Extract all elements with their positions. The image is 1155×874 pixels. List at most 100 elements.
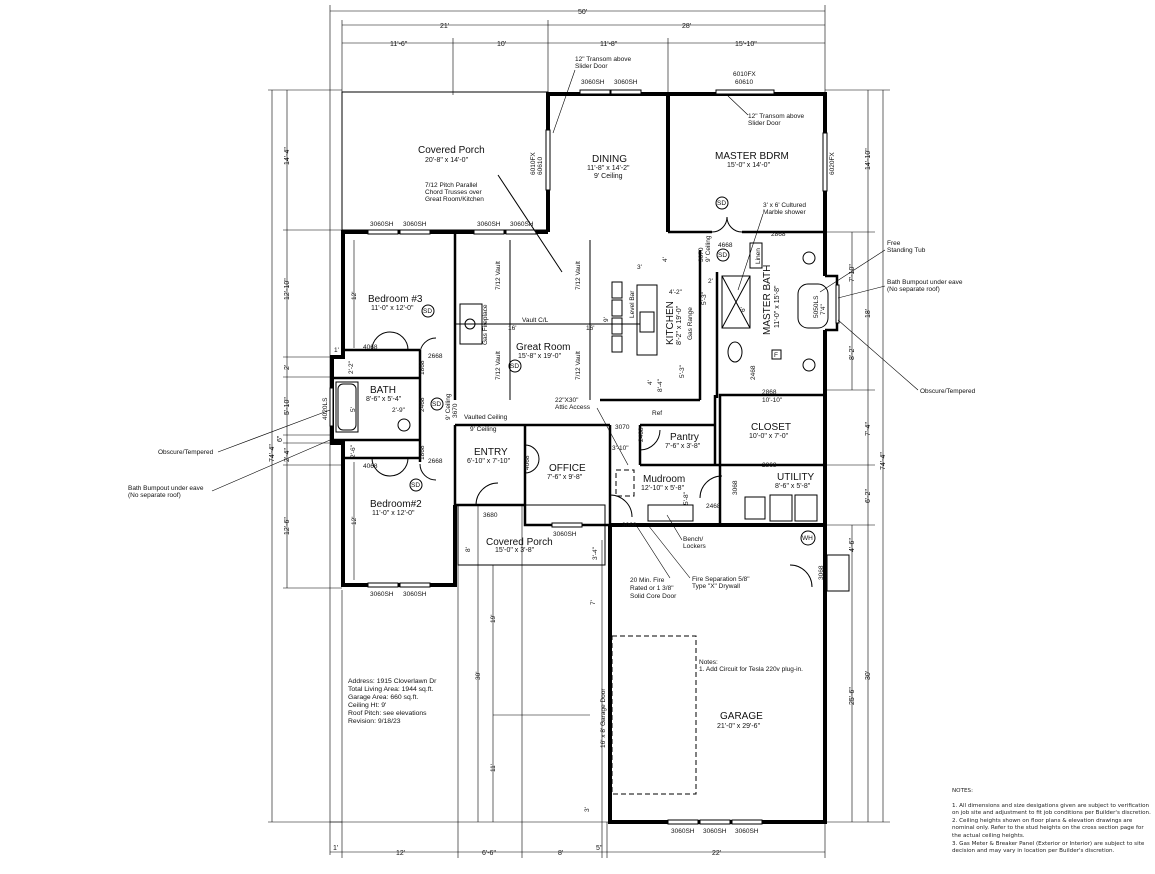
dim: 7' [590, 600, 597, 605]
dim: 3' [637, 264, 642, 271]
note-item: 1. All dimensions and size desigations g… [952, 802, 1151, 817]
smoke-detector-icon: SD [510, 363, 519, 370]
callout-obscure: Obscure/Tempered [158, 449, 214, 456]
utility-sink-icon [744, 496, 766, 520]
attic-access [615, 469, 635, 497]
ceiling-label: 9' Ceiling [470, 426, 497, 433]
dim: 11' [490, 764, 497, 772]
window-label: 6010FX [530, 152, 537, 175]
room-size: 12'-10" x 5'-8" [641, 485, 685, 492]
callout-bumpout: (No separate roof) [128, 492, 181, 499]
vault-label: 7/12 Vault [575, 351, 582, 380]
room-bath: BATH [370, 385, 396, 396]
room-covered-porch-rear: Covered Porch [418, 145, 485, 156]
ref-label: Ref [652, 410, 662, 417]
dim-left-seg: 14'-4" [284, 147, 291, 165]
room-size: 8'-6" x 5'-8" [775, 483, 811, 490]
window-label: 3060SH [703, 828, 727, 835]
door-label: 2668 [428, 353, 443, 360]
room-entry: ENTRY [474, 447, 508, 458]
attic-access-label: Attic Access [555, 404, 591, 411]
room-bedroom2: Bedroom#2 [370, 499, 422, 510]
dim-right-seg: 7'-4" [865, 422, 872, 436]
level-bar-label: Level Bar [629, 290, 636, 318]
door-label: 4668 [718, 242, 733, 249]
window-label: 5050LS [813, 295, 820, 318]
door-label: 4068 [363, 463, 378, 470]
door-label: 4068 [363, 344, 378, 351]
room-kitchen: KITCHEN [665, 301, 676, 345]
dim-top-seg: 10' [497, 41, 506, 48]
dim-right-seg: 6'-2" [865, 489, 872, 503]
dim-top-right: 28' [682, 23, 691, 30]
dim-bottom-seg: 6'-6" [482, 850, 496, 857]
room-size: 8'-6" x 5'-4" [366, 396, 402, 403]
fire-door-label: Solid Core Door [630, 593, 677, 600]
note-item: 2. Ceiling heights shown on floor plans … [952, 817, 1144, 839]
door-label: 2668 [428, 458, 443, 465]
window-label: 6010FX [733, 71, 756, 78]
window-label: 3060SH [671, 828, 695, 835]
dim-left-seg: 2'-4" [284, 448, 291, 462]
room-size: 8'-2" x 19'-0" [676, 305, 683, 345]
ceiling-height: Ceiling Ht: 9' [348, 702, 387, 709]
room-great-room: Great Room [516, 342, 570, 353]
dim: 16' [586, 325, 594, 332]
annotations: 12" Transom above Slider Door 12" Transo… [128, 56, 976, 748]
dim-right-inner: 7'-10" [849, 264, 856, 282]
room-size: 11'-0" x 12'-0" [372, 510, 415, 517]
room-garage: GARAGE [720, 711, 763, 722]
door-label: 2468 [419, 397, 426, 412]
shower-icon [721, 275, 751, 329]
window-label: 3060SH [403, 591, 427, 598]
callout-shower: Marble shower [763, 209, 806, 216]
callout-bumpout: Bath Bumpout under eave [887, 279, 963, 286]
hatched-pad [826, 554, 850, 592]
callout-shower: 3' x 6' Cultured [763, 202, 806, 209]
dim-right-seg: 18' [865, 309, 872, 318]
dim-right-seg: 14'-10" [865, 148, 872, 170]
smoke-detectors: SD SD SD SD SD SD [409, 196, 730, 492]
vault-lines [455, 174, 640, 400]
dim: 12' [351, 292, 358, 300]
fire-separation-label: Fire Separation 5/8" [692, 576, 750, 583]
window-label: 4020LS [322, 397, 329, 420]
dim: 5'-8" [683, 491, 690, 505]
garage-door-label: 16' x 8' Garage Door [600, 688, 607, 748]
door-label: 1868 [419, 445, 426, 460]
dim-top-seg: 11'-8" [600, 41, 618, 48]
sink-icon [397, 418, 411, 432]
dim: 12' [351, 517, 358, 525]
callout-trusses: Great Room/Kitchen [425, 196, 484, 203]
left-dimensions: 14'-4" 12'-10" 2' 5'-10" 6" 2'-4" 12'-6"… [268, 89, 342, 823]
dim-bottom-seg: 8' [558, 850, 563, 857]
sink-icon [802, 358, 816, 372]
callout-transom: Slider Door [575, 63, 608, 70]
callout-obscure: Obscure/Tempered [920, 388, 976, 395]
dim-bottom-seg: 1' [333, 845, 338, 852]
window-label: 3060SH [403, 221, 427, 228]
dim: 4' [647, 380, 654, 385]
linen-label: Linen [755, 248, 762, 264]
dim: 8' [465, 547, 472, 552]
room-size: 6'-10" x 7'-10" [467, 458, 511, 465]
door-label: 4068 [524, 455, 531, 470]
dim-top-seg: 11'-6" [390, 41, 408, 48]
room-size: 15'-8" x 19'-0" [518, 353, 562, 360]
door-label: 3070 [698, 247, 705, 262]
door-label: 2868 [762, 462, 777, 469]
water-heater-icon [800, 530, 816, 546]
toilet-icon [727, 341, 743, 363]
dim: 8'-4" [657, 378, 664, 392]
sink-icon [802, 251, 816, 265]
door-label: 3070 [615, 424, 630, 431]
dim-right-inner: 25'-6" [849, 687, 856, 705]
callout-trusses: 7/12 Pitch Parallel [425, 182, 478, 189]
room-covered-porch-front: Covered Porch [486, 537, 553, 548]
dim-right-overall: 74'-4" [880, 452, 887, 470]
dim: 1' [334, 347, 339, 354]
room-dining: DINING [592, 154, 627, 165]
window-label: 3060SH [614, 79, 638, 86]
room-office: OFFICE [549, 463, 586, 474]
